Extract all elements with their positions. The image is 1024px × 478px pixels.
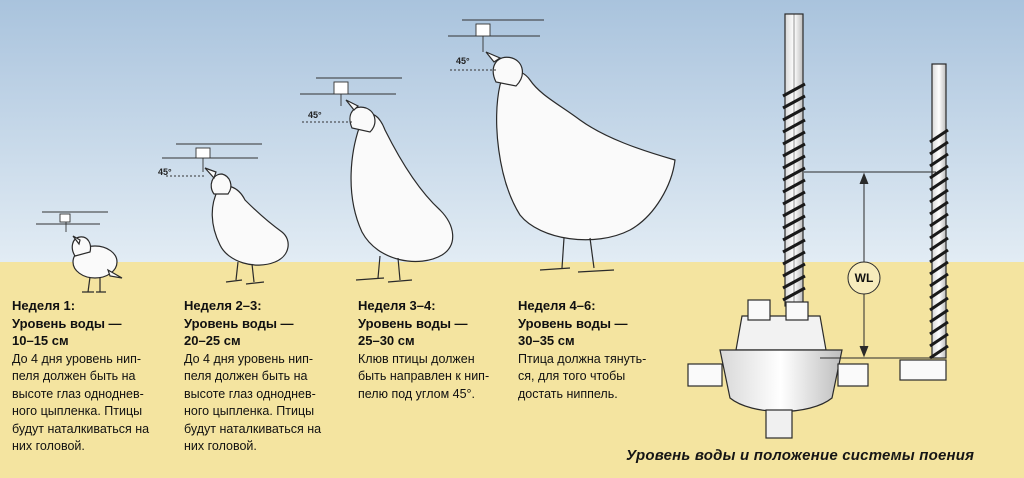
water-level-indicator — [804, 171, 936, 359]
stage-level-value: 10–15 см — [12, 333, 69, 348]
stage-level-label: Уровень воды — — [184, 315, 294, 331]
drinker-line-week-1 — [36, 211, 108, 232]
desc-line: ся, для того чтобы — [518, 369, 626, 383]
desc-line: ного цыпленка. Птицы — [12, 404, 143, 418]
desc-line: пелю под углом 45°. — [358, 386, 476, 401]
angle-label-week-4-6: 45° — [456, 56, 470, 66]
stage-level-value: 30–35 см — [518, 333, 575, 348]
stage-title: Неделя 1: — [12, 298, 76, 313]
diagram-caption: Уровень воды и положение системы поения — [626, 447, 975, 464]
stage-week-4-6: Неделя 4–6: Уровень воды — 30–35 см Птиц… — [518, 297, 683, 403]
desc-line: высоте глаз одноднев- — [184, 386, 316, 401]
stage-description: До 4 дня уровень нип- пеля должен быть н… — [184, 351, 349, 456]
desc-line: ного цыпленка. Птицы — [184, 404, 315, 418]
desc-line: будут наталкиваться на — [184, 421, 322, 436]
chicken-week-4-6 — [485, 51, 676, 273]
desc-line: До 4 дня уровень нип- — [12, 351, 142, 366]
angle-label-week-2-3: 45° — [158, 167, 172, 177]
stage-week-2-3: Неделя 2–3: Уровень воды — 20–25 см До 4… — [184, 297, 349, 456]
desc-line: Клюв птицы должен — [358, 351, 475, 366]
stage-level-label: Уровень воды — — [12, 315, 122, 331]
desc-line: высоте глаз одноднев- — [12, 386, 144, 401]
stage-week-1: Неделя 1: Уровень воды — 10–15 см До 4 д… — [12, 297, 177, 456]
drinker-line-week-3-4 — [300, 77, 402, 123]
stage-title: Неделя 2–3: — [184, 298, 262, 313]
stage-level-value: 25–30 см — [358, 333, 415, 348]
stage-description: Клюв птицы должен быть направлен к нип- … — [358, 351, 523, 404]
stage-week-3-4: Неделя 3–4: Уровень воды — 25–30 см Клюв… — [358, 297, 523, 403]
drinker-line-week-4-6 — [448, 19, 544, 71]
standpipe-spring-coil — [929, 128, 949, 360]
chick-week-1 — [71, 235, 123, 293]
chicken-week-2-3 — [204, 167, 289, 285]
desc-line: достать ниппель. — [518, 386, 618, 401]
desc-line: пеля должен быть на — [12, 369, 136, 383]
stage-level-label: Уровень воды — — [518, 315, 628, 331]
stage-title: Неделя 3–4: — [358, 298, 436, 313]
regulator-spring-coil — [782, 82, 806, 302]
stage-title: Неделя 4–6: — [518, 298, 596, 313]
stage-level-value: 20–25 см — [184, 333, 241, 348]
wl-label: WL — [854, 271, 874, 285]
desc-line: Птица должна тянуть- — [518, 351, 647, 366]
chicken-week-3-4 — [345, 99, 454, 283]
stage-level-label: Уровень воды — — [358, 315, 468, 331]
drinker-line-week-2-3 — [162, 143, 262, 177]
desc-line: быть направлен к нип- — [358, 369, 490, 383]
stage-description: До 4 дня уровень нип- пеля должен быть н… — [12, 351, 177, 456]
stage-description: Птица должна тянуть- ся, для того чтобы … — [518, 351, 683, 404]
desc-line: До 4 дня уровень нип- — [184, 351, 314, 366]
desc-line: пеля должен быть на — [184, 369, 308, 383]
desc-line: них головой. — [184, 439, 257, 453]
desc-line: них головой. — [12, 439, 85, 453]
angle-label-week-3-4: 45° — [308, 110, 322, 120]
desc-line: будут наталкиваться на — [12, 421, 150, 436]
